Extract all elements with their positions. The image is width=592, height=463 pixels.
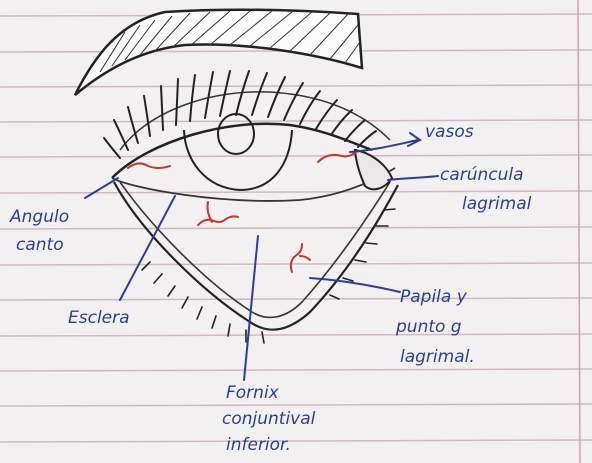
label-angulo-line2: canto bbox=[16, 235, 64, 255]
label-vasos: vasos bbox=[425, 122, 474, 142]
label-fornix-line3: inferior. bbox=[226, 435, 291, 455]
label-angulo-line1: Angulo bbox=[9, 207, 69, 227]
label-fornix-line1: Fornix bbox=[226, 383, 280, 403]
label-fornix-line2: conjuntival bbox=[222, 409, 316, 429]
label-papila-line3: lagrimal. bbox=[400, 347, 475, 367]
label-caruncula-line1: carúncula bbox=[440, 165, 524, 185]
label-caruncula-line2: lagrimal bbox=[462, 194, 532, 214]
label-papila-line2: punto g bbox=[395, 317, 462, 337]
label-esclera: Esclera bbox=[68, 308, 130, 328]
label-papila-line1: Papila y bbox=[400, 287, 468, 307]
